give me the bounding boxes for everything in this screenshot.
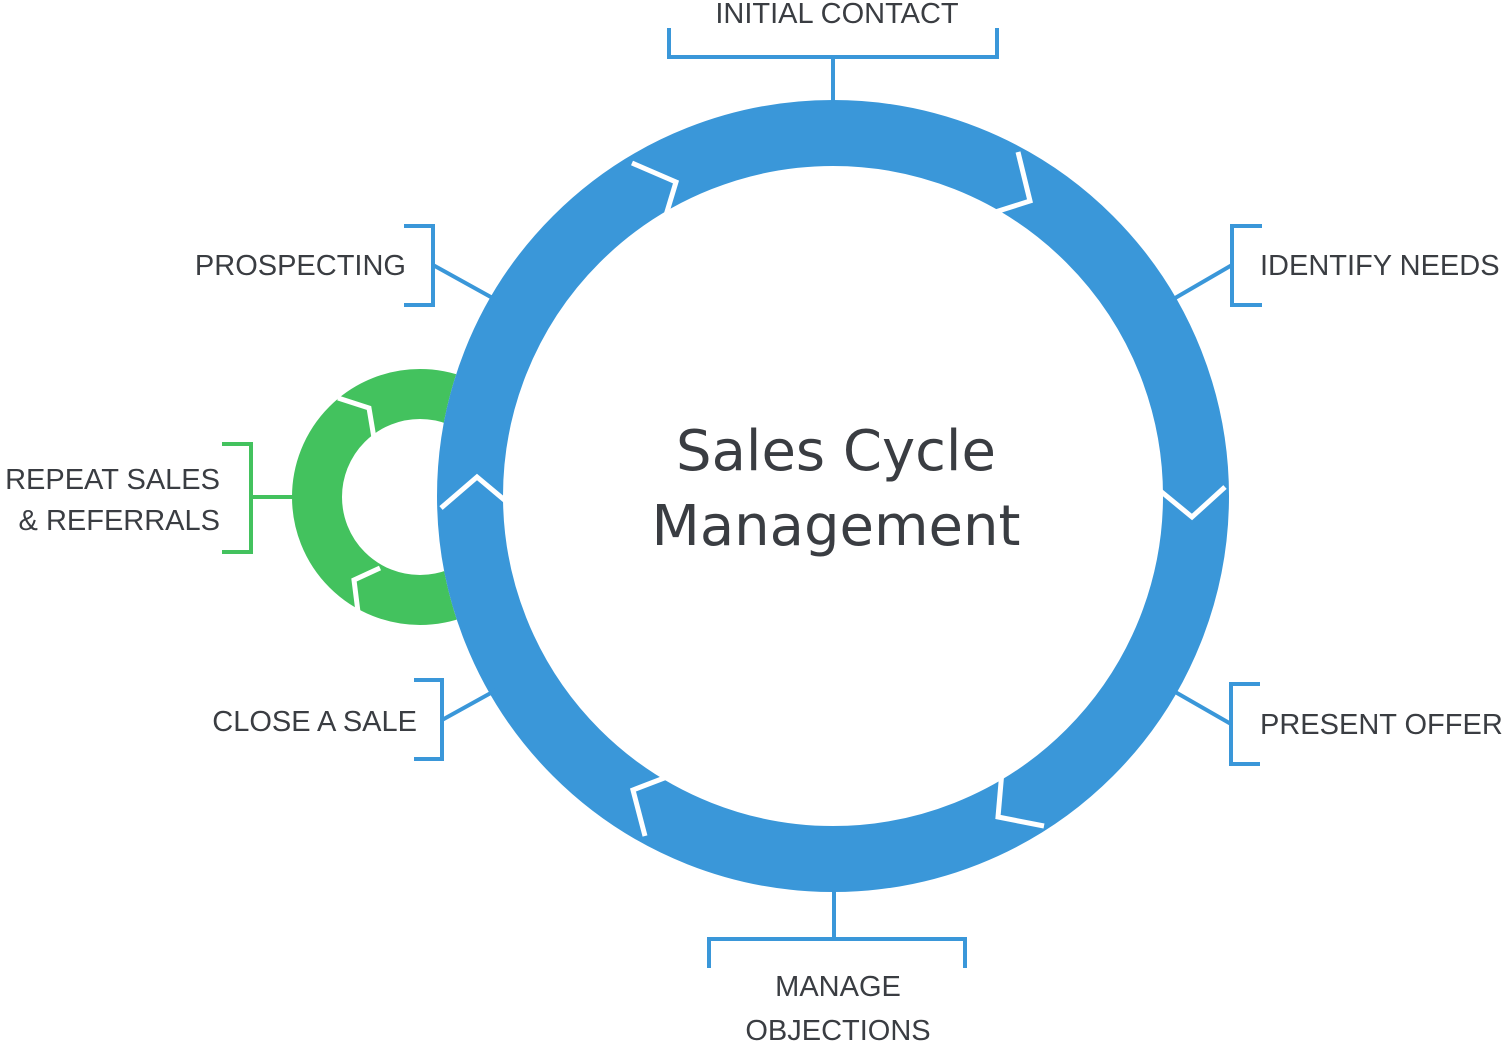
manage-objections-bracket [707, 888, 967, 968]
manage-objections-callout: MANAGE OBJECTIONS [707, 888, 967, 1044]
repeat-cycle-arrow-separator-bottom [351, 565, 382, 613]
identify-needs-bracket [1168, 224, 1262, 307]
main-cycle-backing [437, 100, 1229, 892]
present-offer-bracket [1169, 682, 1260, 766]
close-a-sale-callout: CLOSE A SALE [212, 678, 499, 761]
repeat-sales-bracket [222, 442, 294, 554]
prospecting-callout: PROSPECTING [195, 224, 499, 307]
close-a-sale-bracket [414, 678, 499, 761]
present-offer-label: PRESENT OFFER [1260, 709, 1503, 741]
cycle-arrow-separator-1 [631, 160, 680, 226]
main-cycle-ring [437, 100, 1229, 892]
initial-contact-label: INITIAL CONTACT [715, 0, 959, 30]
center-title-line1: Sales Cycle [676, 419, 996, 484]
initial-contact-callout: INITIAL CONTACT [667, 0, 999, 107]
repeat-sales-callout: REPEAT SALES & REFERRALS [5, 442, 294, 554]
cycle-arrow-separator-2 [988, 151, 1033, 217]
identify-needs-label: IDENTIFY NEEDS [1260, 250, 1500, 282]
prospecting-bracket [404, 224, 499, 307]
manage-objections-label-line2: OBJECTIONS [745, 1015, 930, 1044]
repeat-cycle-arrow-separator-top [337, 395, 377, 439]
cycle-arrow-separator-3 [1156, 485, 1227, 521]
cycle-arrow-separator-4 [995, 770, 1045, 829]
repeat-sales-label-line1: REPEAT SALES [5, 464, 220, 496]
manage-objections-label-line1: MANAGE [775, 971, 901, 1003]
center-title-line2: Management [652, 494, 1021, 559]
cycle-arrow-separator-5 [630, 772, 673, 837]
identify-needs-callout: IDENTIFY NEEDS [1168, 224, 1500, 307]
repeat-sales-label-line2: & REFERRALS [19, 505, 220, 537]
initial-contact-bracket [667, 28, 999, 107]
present-offer-callout: PRESENT OFFER [1169, 682, 1503, 766]
close-a-sale-label: CLOSE A SALE [212, 706, 417, 738]
prospecting-label: PROSPECTING [195, 250, 406, 282]
cycle-arrow-separator-6 [439, 473, 516, 510]
